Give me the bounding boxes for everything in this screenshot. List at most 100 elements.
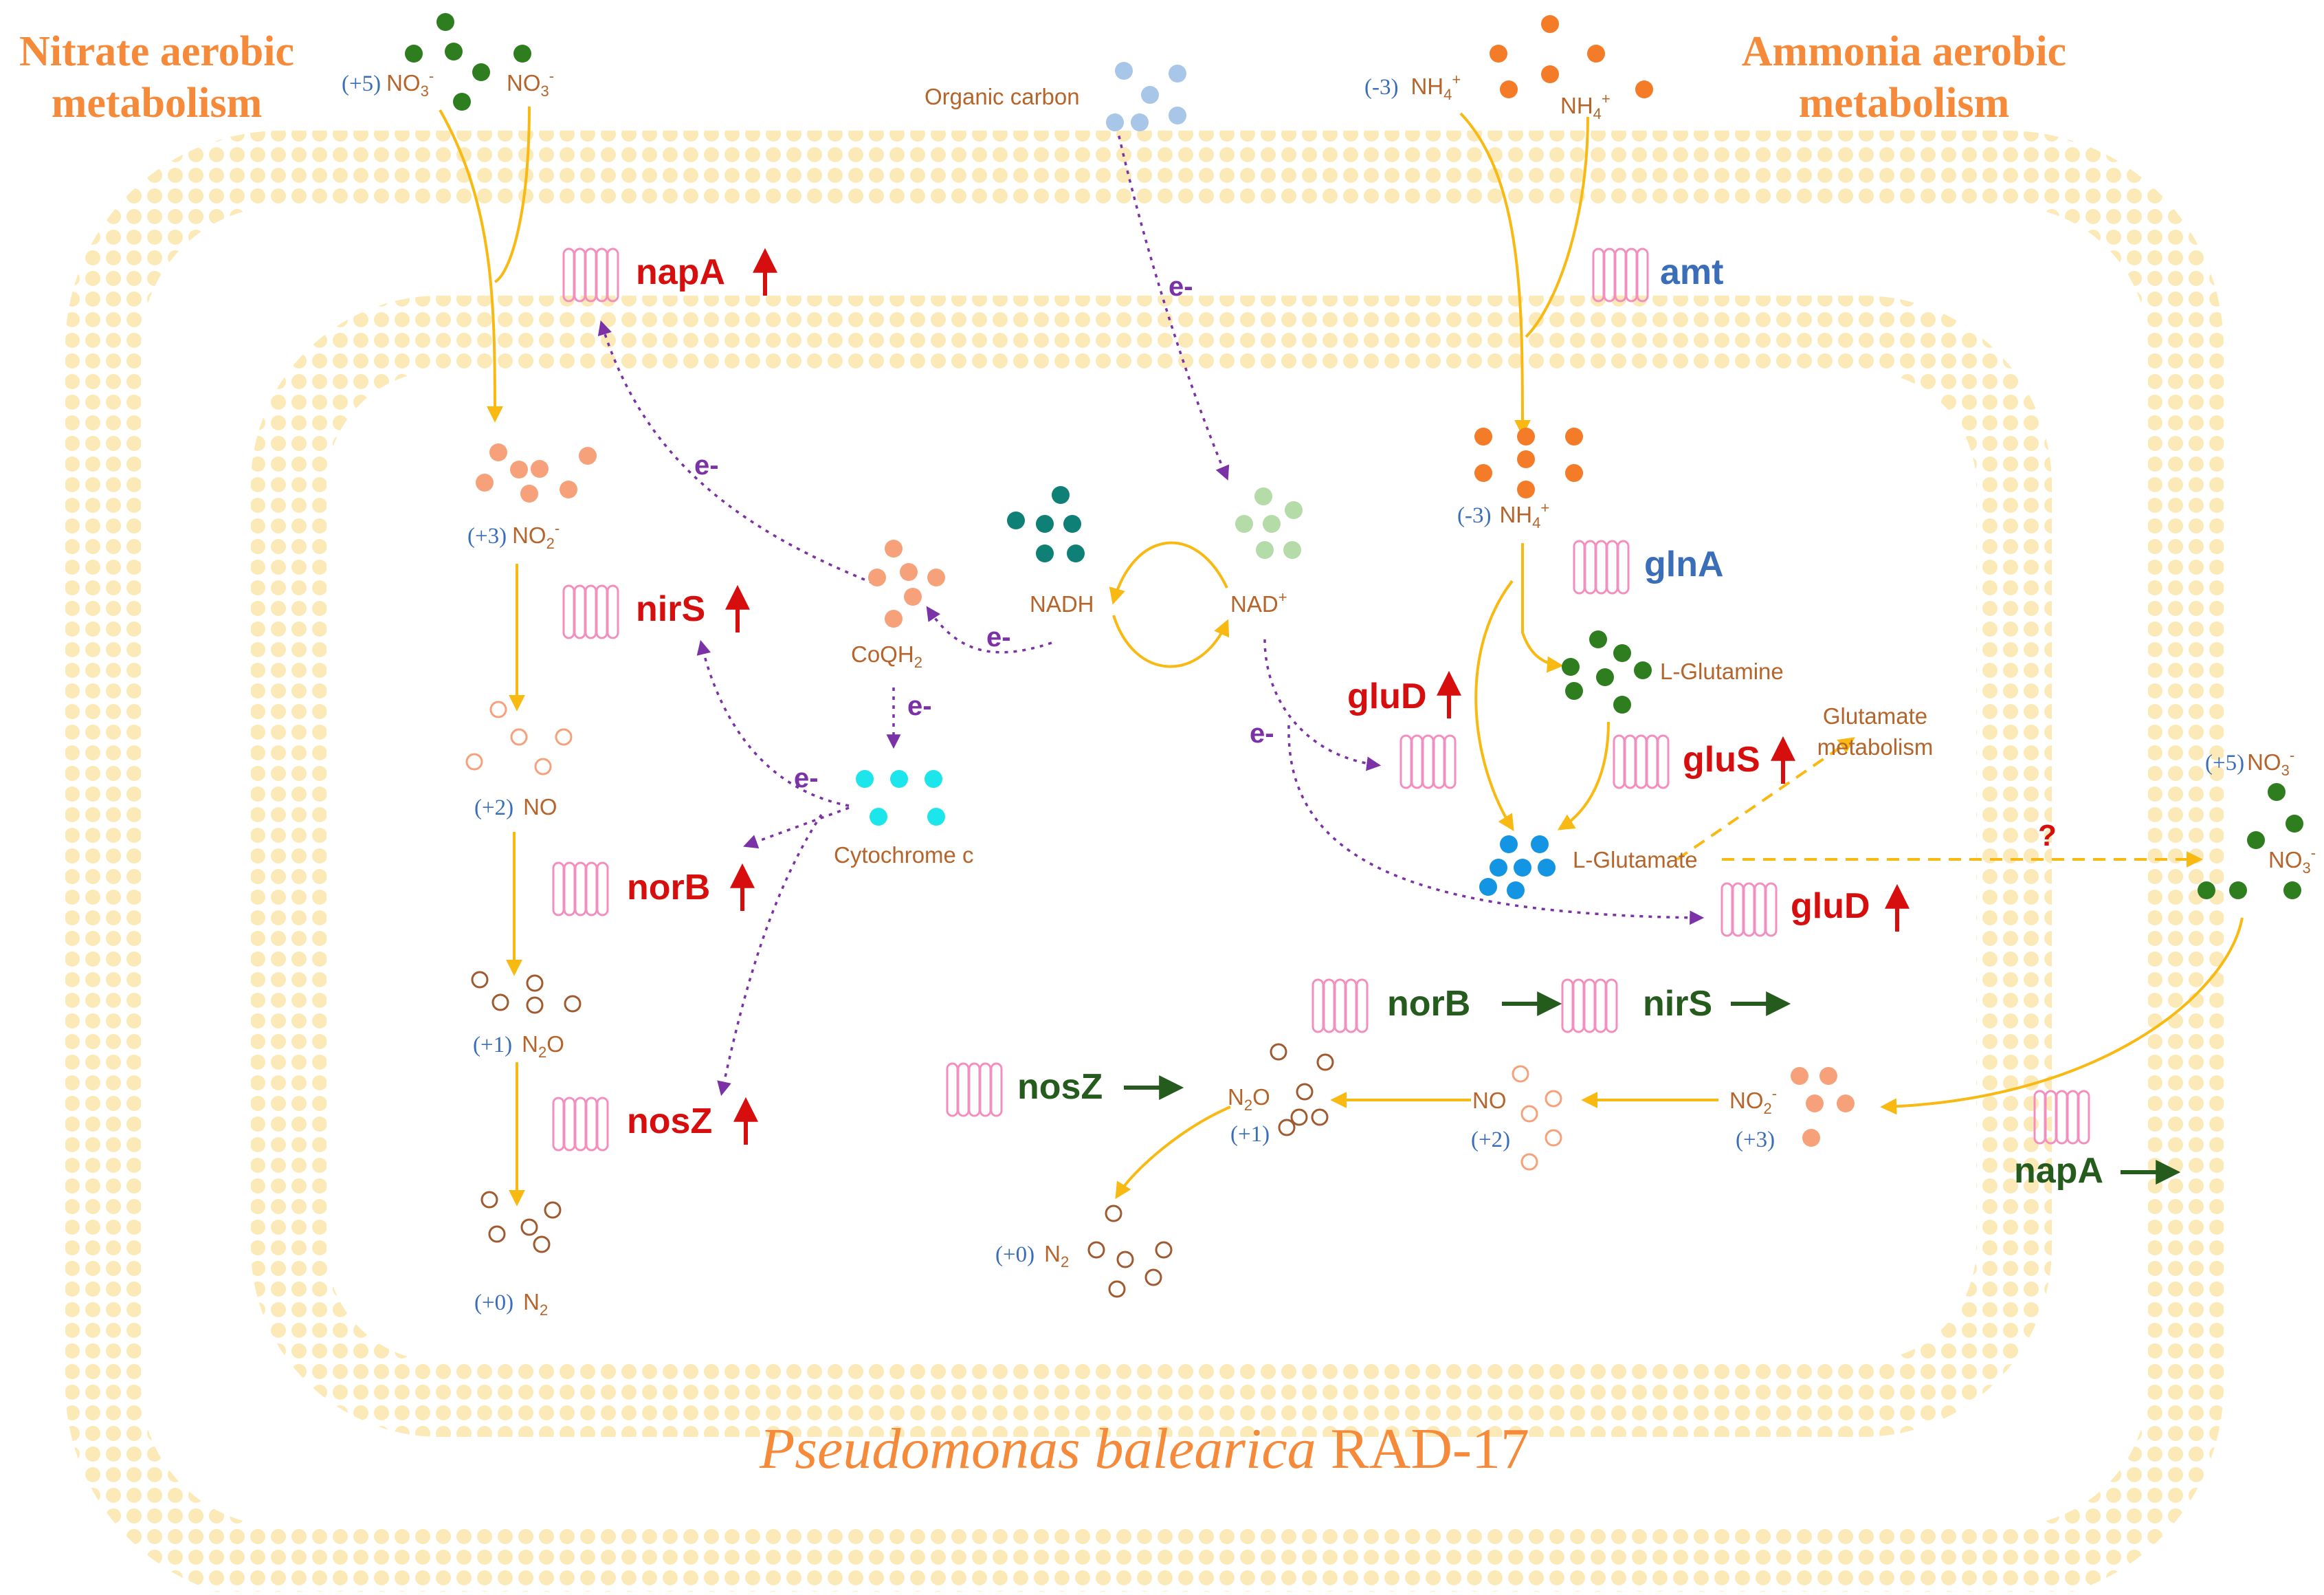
- molecule-dot: [476, 474, 494, 492]
- gene-nirs-left: nirS: [636, 589, 705, 629]
- ox-no2-right: (+3): [1736, 1128, 1775, 1152]
- subscript: 2: [1244, 1097, 1252, 1114]
- transporter-nirs-left-icon: [562, 584, 619, 639]
- transporter-norb-left-icon: [552, 861, 609, 916]
- molecule-dot: [1155, 1241, 1173, 1259]
- molecule-dot: [1541, 65, 1559, 83]
- molecule-dot: [453, 93, 471, 111]
- transporter-glna-icon: [1573, 540, 1630, 595]
- molecule-dot: [1235, 515, 1253, 533]
- organism-strain: RAD-17: [1316, 1417, 1529, 1481]
- formula: N: [523, 1289, 540, 1314]
- dashed-arrows: [1676, 737, 2203, 868]
- molecule-dot: [1565, 428, 1583, 446]
- transporter-nosz-left-icon: [552, 1097, 609, 1152]
- molecule-dot: [1115, 62, 1133, 80]
- transporter-nosz-right-icon: [946, 1062, 1003, 1117]
- molecule-dot: [1545, 1129, 1562, 1147]
- molecule-dot: [1141, 86, 1159, 104]
- unknown-pathway-question: ?: [2038, 819, 2057, 852]
- arrow-no3-second-into-cell: [494, 106, 531, 283]
- molecule-dot: [1490, 859, 1507, 877]
- molecule-dot: [870, 808, 887, 826]
- molecule-dot: [1500, 835, 1518, 853]
- arrow-nad-to-nadh: [1112, 615, 1230, 668]
- molecule-dot: [520, 485, 538, 503]
- molecule-dot: [579, 447, 597, 465]
- electron-label-6: e-: [1250, 718, 1274, 749]
- molecule-dot: [491, 993, 509, 1011]
- formula: NAD: [1230, 591, 1279, 617]
- molecule-dot: [1507, 881, 1525, 899]
- electron-flow-arrows: [597, 126, 1705, 1097]
- dots-no-inner: [465, 701, 573, 776]
- gene-nosz-right: nosZ: [1017, 1067, 1103, 1107]
- subscript: 2: [546, 535, 555, 552]
- molecule-dot: [1474, 464, 1492, 482]
- molecule-dot: [1131, 113, 1149, 131]
- formula-o: O: [1252, 1084, 1270, 1110]
- molecule-dot: [900, 563, 918, 581]
- dots-n2-inner: [480, 1191, 562, 1253]
- molecule-dot: [526, 996, 544, 1014]
- molecule-dot: [1520, 1153, 1538, 1171]
- molecule-dot: [436, 13, 454, 31]
- dots-nh4-top: [1490, 15, 1653, 98]
- molecule-dot: [1316, 1053, 1334, 1071]
- arrow-nh4-into-cell: [1459, 112, 1531, 437]
- organism-species: Pseudomonas balearica: [759, 1417, 1316, 1481]
- chemical-labels: (+5)NO3- NO3- Organic carbon (-3)NH4+ NH…: [342, 67, 2316, 1319]
- molecule-dot: [405, 45, 423, 63]
- electron-label-3: e-: [986, 622, 1011, 652]
- molecule-dot: [445, 43, 463, 60]
- subscript: 2: [538, 1044, 546, 1061]
- formula: NO: [507, 70, 541, 96]
- molecule-dot: [513, 45, 531, 63]
- molecule-dot: [1562, 658, 1580, 676]
- arrow-nh4-to-glutamine: [1521, 543, 1564, 673]
- molecule-dot: [480, 1191, 498, 1209]
- molecule-dot: [2229, 881, 2247, 899]
- ox-state: (+0): [474, 1290, 513, 1315]
- formula: NH: [1410, 74, 1443, 99]
- formula: NH: [1560, 93, 1593, 118]
- gene-napa-right: napA: [2014, 1151, 2103, 1191]
- molecule-dot: [868, 569, 886, 586]
- molecule-dot: [1517, 481, 1535, 498]
- label-n2-left: (+0)N2: [474, 1289, 548, 1319]
- gene-norb-right: norB: [1387, 984, 1470, 1024]
- electron-label-1: e-: [1169, 272, 1193, 302]
- label-nh4-top-2: NH4+: [1560, 90, 1611, 122]
- label-no2-left: (+3)NO2-: [467, 520, 560, 552]
- molecule-dot: [1596, 668, 1614, 686]
- gene-nosz-left: nosZ: [627, 1101, 712, 1141]
- formula: N: [1228, 1084, 1244, 1110]
- molecule-dot: [856, 770, 874, 788]
- electron-label-2: e-: [694, 450, 719, 481]
- electron-organic-to-nad: [1116, 126, 1230, 481]
- molecule-dot: [1036, 544, 1054, 562]
- electron-cytc-to-norb: [743, 806, 850, 849]
- molecule-dot: [560, 481, 577, 498]
- molecule-dot: [2198, 881, 2215, 899]
- transporters: [552, 248, 2090, 1152]
- transporter-napa-right-icon: [2033, 1090, 2090, 1145]
- label-no-left: (+2)NO: [474, 794, 557, 820]
- molecule-dot: [925, 770, 942, 788]
- label-no3-top-2: NO3-: [507, 67, 554, 100]
- molecule-dot: [1517, 428, 1535, 446]
- subscript: 2: [1061, 1253, 1069, 1270]
- superscript: -: [555, 520, 560, 537]
- label-nh4-top: (-3)NH4+: [1364, 71, 1461, 103]
- molecule-dot: [1589, 630, 1607, 648]
- superscript: -: [2311, 844, 2316, 861]
- transporter-napa-top-icon: [562, 248, 619, 302]
- label-glutamate-metab-2: metabolism: [1817, 734, 1934, 760]
- dots-no2-right: [1791, 1067, 1855, 1147]
- electron-labels: e- e- e- e- e- e-: [694, 272, 1274, 793]
- gene-napa-top: napA: [636, 252, 725, 292]
- formula: CoQH: [851, 641, 914, 667]
- molecule-dot: [1806, 1094, 1824, 1112]
